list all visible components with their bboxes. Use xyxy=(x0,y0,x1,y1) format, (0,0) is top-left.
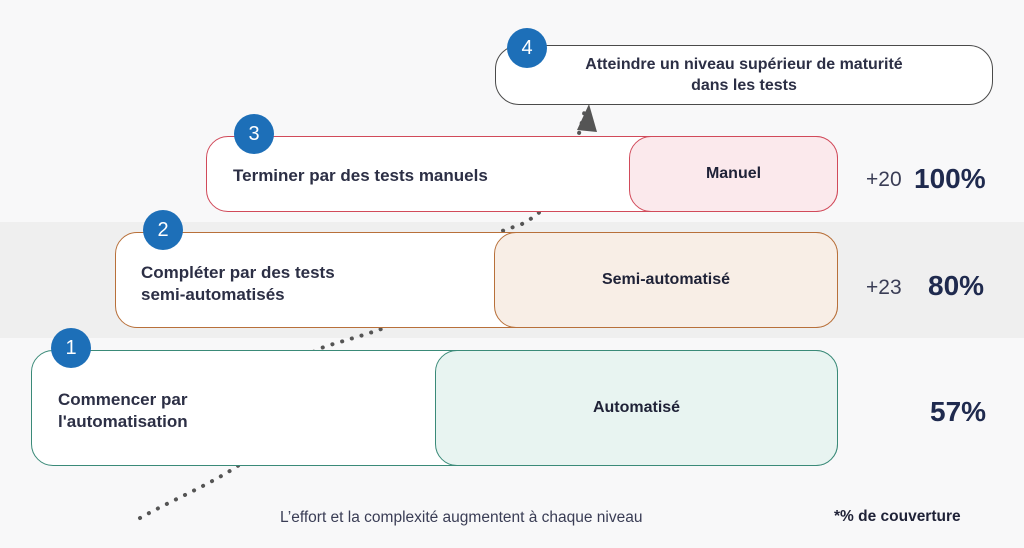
level-3-tag: Manuel xyxy=(629,136,838,212)
level-1-coverage: 57% xyxy=(930,396,987,427)
goal-box: Atteindre un niveau supérieur de maturit… xyxy=(495,45,993,105)
level-2-tag: Semi-automatisé xyxy=(494,232,838,328)
level-3-badge: 3 xyxy=(234,114,274,154)
level-1-badge: 1 xyxy=(51,328,91,368)
level-3-label: Terminer par des tests manuels xyxy=(233,166,488,185)
level-2-label: Compléter par des tests semi-automatisés xyxy=(141,263,335,304)
coverage-footnote: *% de couverture xyxy=(834,508,961,525)
goal-text: Atteindre un niveau supérieur de maturit… xyxy=(585,56,903,94)
footer-caption: L’effort et la complexité augmentent à c… xyxy=(280,509,643,526)
level-4-badge: 4 xyxy=(507,28,547,68)
level-1-tag: Automatisé xyxy=(435,350,838,466)
level-3-increment: +20 xyxy=(866,168,902,191)
level-2-coverage: 80% xyxy=(928,270,985,301)
level-2-increment: +23 xyxy=(866,276,902,299)
level-3-coverage: 100% xyxy=(914,163,986,194)
arrow-head-icon xyxy=(577,104,597,132)
level-1-label: Commencer par l'automatisation xyxy=(58,390,188,431)
level-2-badge: 2 xyxy=(143,210,183,250)
